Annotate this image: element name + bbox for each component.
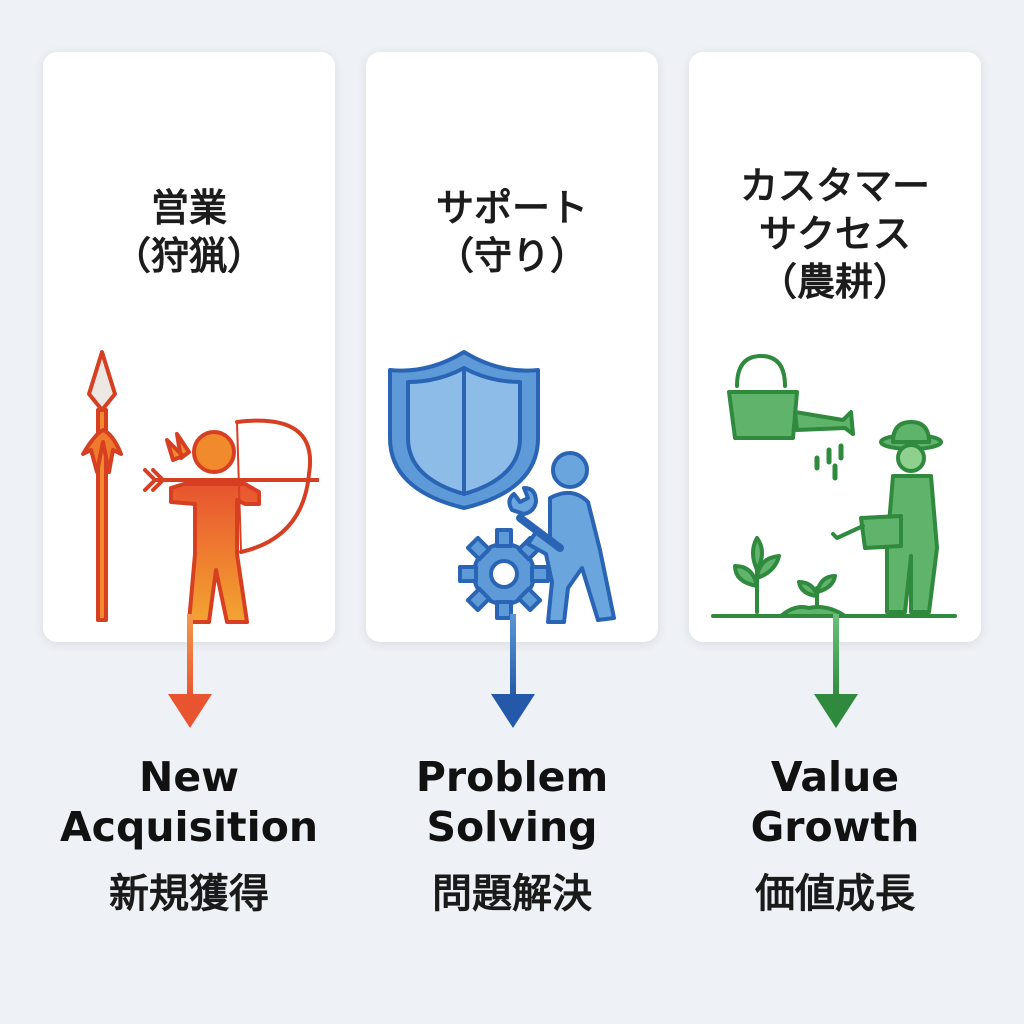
card-customer-success: カスタマー サクセス （農耕） — [689, 52, 981, 642]
arrow-down-icon — [168, 614, 212, 728]
label-english-line: Growth — [750, 803, 920, 851]
card-title-line: サポート — [435, 186, 588, 230]
arrow-down-icon — [814, 614, 858, 728]
column-customer-success: カスタマー サクセス （農耕） — [689, 0, 981, 1024]
column-support: サポート （守り） — [366, 0, 658, 1024]
label-english: New Acquisition — [23, 752, 355, 852]
label-english-line: New — [139, 753, 239, 801]
label-japanese: 問題解決 — [432, 871, 592, 917]
card-title: 営業 （狩猟） — [43, 184, 335, 280]
card-title-line: サクセス — [758, 212, 911, 256]
card-title-line: （守り） — [435, 234, 588, 278]
hunter-archer-icon — [81, 350, 319, 624]
card-title: カスタマー サクセス （農耕） — [689, 162, 981, 306]
farmer-watering-can-icon — [711, 354, 957, 618]
card-title-line: （狩猟） — [112, 234, 265, 278]
column-sales: 営業 （狩猟） — [43, 0, 335, 1024]
label-english-line: Solving — [426, 803, 598, 851]
label-english-line: Acquisition — [59, 803, 319, 851]
label-english-line: Value — [770, 753, 900, 801]
card-title-line: カスタマー — [739, 164, 930, 208]
arrow-down-icon — [491, 614, 535, 728]
label-japanese: 価値成長 — [755, 871, 915, 917]
label-english: Problem Solving — [346, 752, 678, 852]
card-support: サポート （守り） — [366, 52, 658, 642]
card-title-line: （農耕） — [758, 260, 911, 304]
card-sales: 営業 （狩猟） — [43, 52, 335, 642]
label-english-line: Problem — [415, 753, 609, 801]
label-japanese: 新規獲得 — [109, 871, 269, 917]
label-english: Value Growth — [669, 752, 1001, 852]
card-title-line: 営業 — [150, 186, 227, 230]
shield-worker-gear-icon — [388, 350, 616, 624]
card-title: サポート （守り） — [366, 184, 658, 280]
